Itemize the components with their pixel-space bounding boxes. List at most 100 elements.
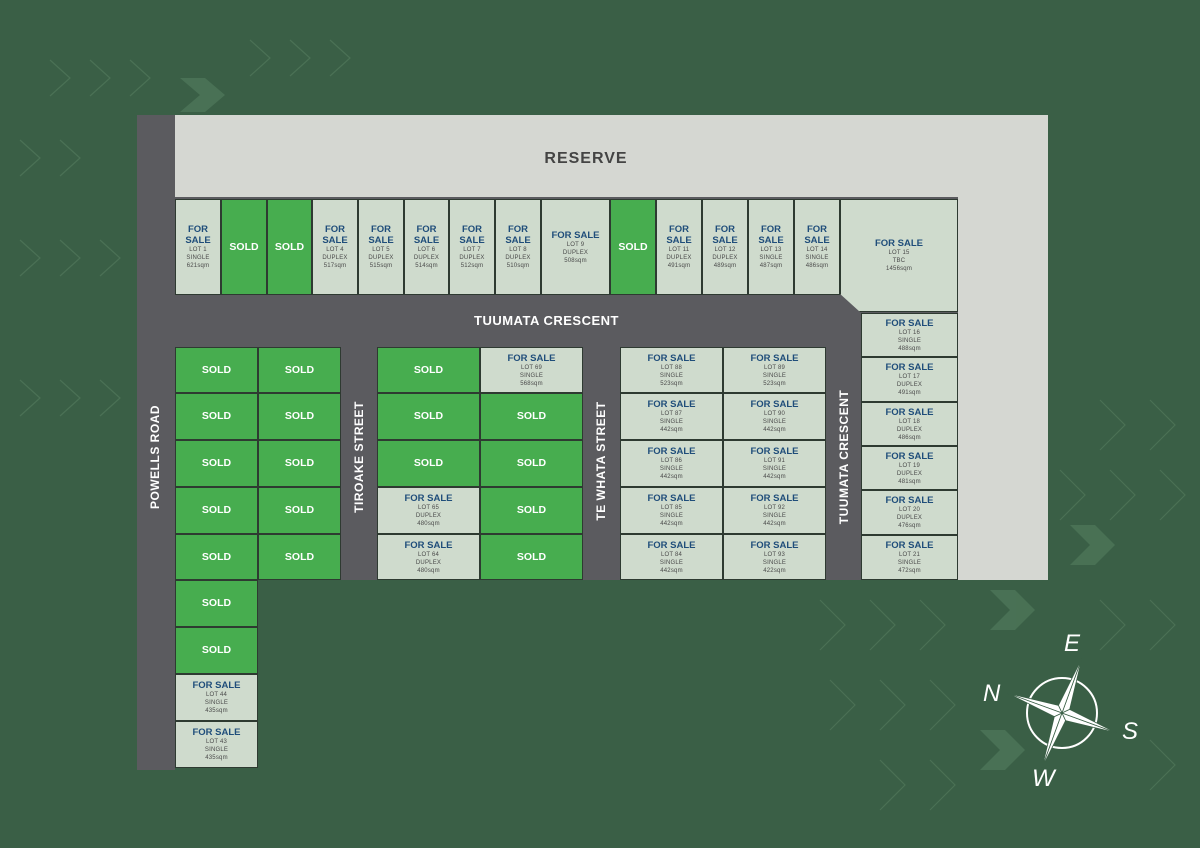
lot-area: 512sqm: [460, 263, 484, 269]
lot-sold[interactable]: SOLD: [175, 580, 258, 627]
lot-number: LOT 88: [660, 364, 683, 371]
lot-sold[interactable]: SOLD: [258, 534, 341, 580]
lot-status: SOLD: [201, 457, 232, 469]
lot-area: 442sqm: [660, 474, 683, 480]
lot-sold[interactable]: SOLD: [480, 534, 583, 580]
lot-number: LOT 44: [205, 692, 228, 698]
lot-area: 435sqm: [205, 755, 228, 761]
lot-status: SOLD: [284, 457, 315, 469]
lot-type: SINGLE: [186, 255, 210, 261]
lot-sold[interactable]: SOLD: [258, 487, 341, 534]
lot-area: 523sqm: [660, 380, 683, 387]
lot-number: LOT 15: [888, 250, 910, 256]
lot-sold[interactable]: SOLD: [377, 393, 480, 440]
lot-number: LOT 85: [660, 505, 683, 511]
lot-status: SOLD: [618, 240, 648, 253]
lot-sold[interactable]: SOLD: [480, 393, 583, 440]
lot-sold[interactable]: SOLD: [175, 440, 258, 487]
lot-sold[interactable]: SOLD: [480, 487, 583, 534]
lot-number: LOT 93: [763, 551, 786, 558]
lot-type: SINGLE: [519, 372, 544, 379]
lot-number: LOT 64: [417, 551, 440, 558]
lot-type: SINGLE: [762, 419, 787, 425]
lot-status: FOR SALE: [750, 352, 799, 364]
lot-area: 1456sqm: [885, 266, 913, 272]
lot-status: FOR SALE: [507, 352, 556, 364]
lot-number: LOT 1: [189, 247, 207, 253]
lot-status: FOR SALE: [551, 229, 600, 241]
road-label-tuumata-crescent-vertical: TUUMATA CRESCENT: [837, 389, 851, 525]
lot-sold[interactable]: SOLD: [175, 534, 258, 580]
lot-status: FOR SALE: [459, 224, 485, 246]
lot-status: SOLD: [516, 504, 547, 516]
lot-number: LOT 6: [417, 247, 436, 253]
lot-area: 442sqm: [763, 521, 786, 527]
lot-type: SINGLE: [762, 466, 787, 472]
lot-area: 480sqm: [417, 567, 440, 574]
lot-area: 488sqm: [898, 345, 921, 352]
lot-sold[interactable]: SOLD: [267, 199, 312, 295]
lot-status: FOR SALE: [192, 727, 241, 738]
lot-sold[interactable]: SOLD: [377, 347, 480, 393]
lot-sold[interactable]: SOLD: [175, 347, 258, 393]
lot-number: LOT 92: [763, 505, 786, 511]
lot-sold[interactable]: SOLD: [610, 199, 656, 295]
lot-sold[interactable]: SOLD: [175, 627, 258, 674]
lot-number: LOT 89: [763, 364, 786, 371]
lot-sold[interactable]: SOLD: [175, 393, 258, 440]
lot-sold[interactable]: SOLD: [221, 199, 267, 295]
lot-status: SOLD: [516, 410, 547, 422]
compass-north-label: N: [983, 680, 1001, 707]
lot-status: SOLD: [284, 504, 315, 516]
lot-area: 422sqm: [763, 567, 786, 574]
lot-status: SOLD: [516, 550, 547, 563]
road-label-te-whata-street: TE WHATA STREET: [594, 401, 608, 521]
lot-sold[interactable]: SOLD: [175, 487, 258, 534]
lot-sold[interactable]: SOLD: [480, 440, 583, 487]
lot-sold[interactable]: SOLD: [258, 347, 341, 393]
lot-type: SINGLE: [897, 560, 922, 566]
lot-sold[interactable]: SOLD: [258, 393, 341, 440]
lot-status: SOLD: [201, 504, 232, 516]
lot-area: 476sqm: [898, 523, 921, 529]
lot-number: LOT 69: [520, 364, 543, 371]
lot-number: LOT 65: [417, 505, 440, 511]
lot-sold[interactable]: SOLD: [377, 440, 480, 487]
lot-area: 517sqm: [323, 263, 347, 269]
lot-sold[interactable]: SOLD: [258, 440, 341, 487]
